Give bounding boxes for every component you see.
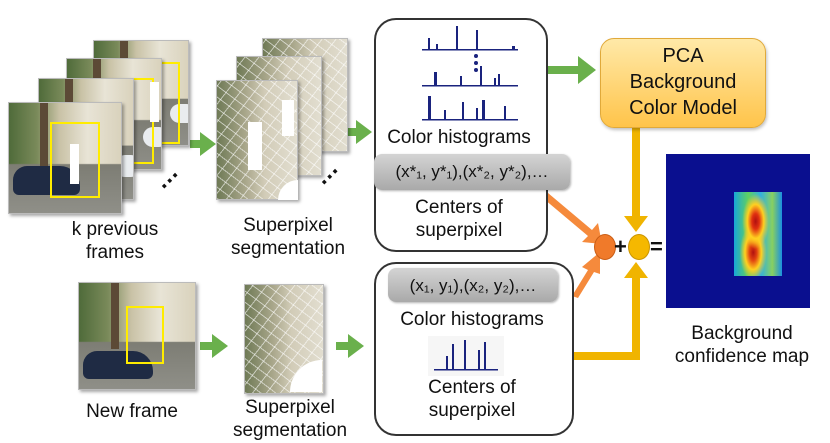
label-k-previous-frames: k previous frames bbox=[55, 218, 175, 264]
color-histogram-bottom-graphic bbox=[428, 336, 504, 376]
coords-top-box: (x*₁, y*₁),(x*₂, y*₂),… bbox=[374, 154, 570, 190]
target-mask bbox=[150, 82, 159, 122]
arrow-hist-to-pca bbox=[548, 56, 596, 84]
background-confidence-text: Background confidence map bbox=[674, 323, 810, 367]
color-histograms-top-graphic bbox=[422, 26, 518, 121]
yellow-node bbox=[628, 234, 650, 260]
arrow-newframe-to-seg bbox=[200, 334, 228, 358]
arrow-seg-to-hist-top bbox=[345, 120, 372, 144]
color-histograms-bottom-label: Color histograms bbox=[400, 309, 544, 330]
seg-target-mask bbox=[248, 122, 262, 170]
plus-sign: + bbox=[614, 234, 627, 259]
tracking-box bbox=[50, 122, 100, 198]
background-confidence-label: Background confidence map bbox=[668, 322, 816, 368]
target-mask bbox=[70, 144, 79, 184]
arrow-seg-to-hist-bottom bbox=[336, 334, 364, 358]
confidence-heat-region bbox=[734, 192, 782, 276]
pca-label: PCA Background Color Model bbox=[629, 45, 737, 119]
new-frame-label: New frame bbox=[86, 401, 178, 422]
pca-background-color-model: PCA Background Color Model bbox=[600, 38, 766, 128]
arrow-bottom-to-orange-node bbox=[572, 252, 600, 298]
centers-top-label: Centers of superpixel bbox=[374, 196, 544, 242]
color-histograms-top-label: Color histograms bbox=[387, 127, 531, 148]
label-superpixel-top-text: Superpixel segmentation bbox=[230, 215, 346, 259]
arrow-bottom-hist-to-yellow-node bbox=[518, 262, 648, 360]
arrow-top-to-orange-node bbox=[544, 193, 602, 244]
centers-bottom-label: Centers of superpixel bbox=[374, 376, 570, 422]
label-superpixel-top: Superpixel segmentation bbox=[218, 214, 358, 260]
centers-top-text: Centers of superpixel bbox=[415, 197, 503, 241]
arrow-pca-to-yellow-node bbox=[624, 127, 648, 232]
new-frame-tracking-box bbox=[126, 306, 164, 364]
previous-frame-1 bbox=[8, 102, 122, 214]
new-frame-image bbox=[78, 282, 196, 390]
orange-node bbox=[594, 234, 616, 260]
label-superpixel-bottom: Superpixel segmentation bbox=[220, 396, 360, 442]
label-superpixel-bottom-text: Superpixel segmentation bbox=[232, 397, 348, 441]
seg-corner-mask bbox=[278, 180, 298, 200]
coords-bottom-box: (x₁, y₁),(x₂, y₂),… bbox=[388, 268, 558, 302]
equals-sign: = bbox=[650, 234, 663, 259]
seg-target-mask bbox=[282, 100, 294, 136]
background-confidence-map bbox=[666, 154, 810, 308]
top-feature-box bbox=[374, 18, 548, 252]
label-k-previous-frames-text: k previous frames bbox=[71, 219, 159, 263]
arrow-frames-to-seg bbox=[190, 132, 216, 156]
centers-bottom-text: Centers of superpixel bbox=[428, 377, 516, 421]
